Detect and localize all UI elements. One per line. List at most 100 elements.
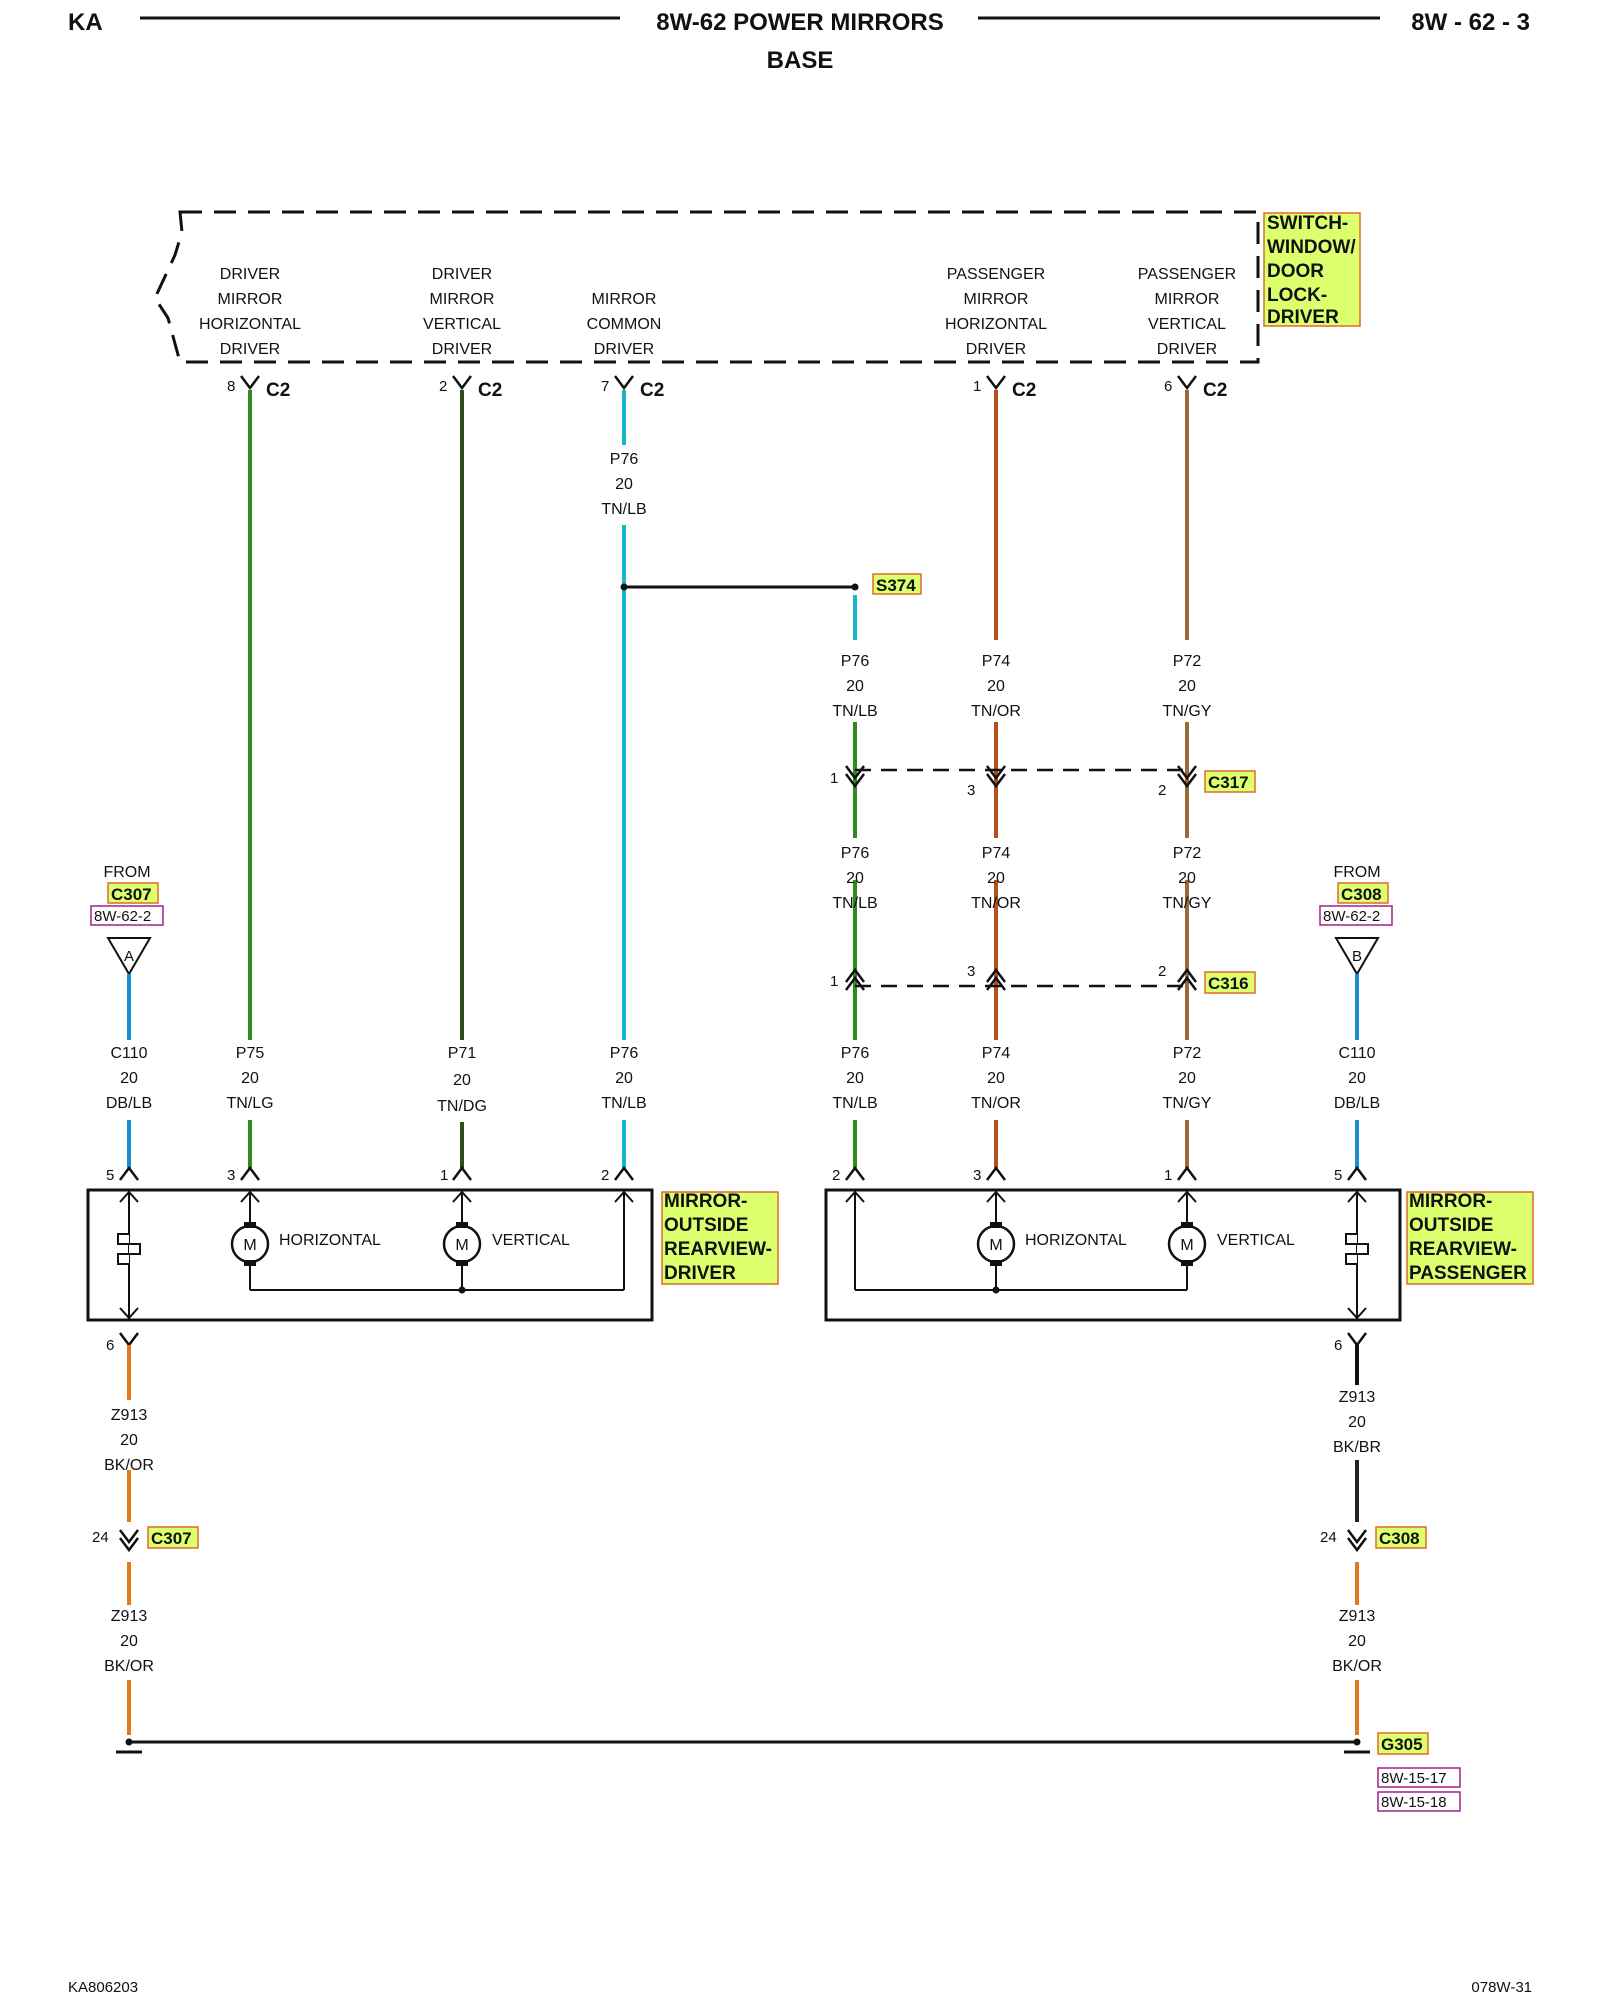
p76-c-name: P76 [610, 1045, 639, 1062]
p76-c-gauge: 20 [615, 1070, 633, 1087]
func-2-l1: DRIVER [432, 266, 492, 283]
from-left-ref: 8W-62-2 [94, 908, 151, 925]
p76-d-color: TN/LB [832, 1095, 877, 1112]
p76-top-color: TN/LB [601, 501, 646, 518]
wires-lower [248, 1120, 1189, 1168]
pass-title-4: PASSENGER [1409, 1263, 1527, 1284]
connector-c307: 24 C307 [92, 1526, 199, 1553]
drv-title-4: DRIVER [664, 1263, 736, 1284]
p72-c-color: TN/GY [1163, 1095, 1212, 1112]
z913-left-a-gauge: 20 [120, 1432, 138, 1449]
c307-name: C307 [151, 1529, 192, 1548]
p76-a-name: P76 [841, 653, 870, 670]
pass-pin-6: 6 [1334, 1337, 1342, 1354]
drv-motor-h-letter: M [243, 1237, 256, 1254]
c110-right-gauge: 20 [1348, 1070, 1366, 1087]
from-right-ref: 8W-62-2 [1323, 908, 1380, 925]
func-1-l1: DRIVER [220, 266, 280, 283]
p76-c-color: TN/LB [601, 1095, 646, 1112]
page-header: KA 8W-62 POWER MIRRORS 8W - 62 - 3 BASE [68, 9, 1530, 74]
c110-left-name: C110 [110, 1045, 147, 1062]
z913-left-a-name: Z913 [111, 1407, 148, 1424]
wires-upper [248, 390, 1189, 1040]
drv-title-2: OUTSIDE [664, 1215, 748, 1236]
switch-title-5: DRIVER [1267, 307, 1339, 328]
splice-s374: S374 [620, 573, 922, 595]
func-4-l1: PASSENGER [947, 266, 1045, 283]
z913-right-a-color: BK/BR [1333, 1439, 1381, 1456]
header-left: KA [68, 9, 103, 36]
c2-label-4: C2 [1012, 380, 1036, 401]
func-3-l3: DRIVER [594, 341, 654, 358]
c308-name: C308 [1379, 1529, 1420, 1548]
z913-right-b-color: BK/OR [1332, 1658, 1382, 1675]
c2-label-1: C2 [266, 380, 290, 401]
p74-c-color: TN/OR [971, 1095, 1021, 1112]
p76-top-name: P76 [610, 451, 639, 468]
switch-title-2: WINDOW/ [1267, 237, 1356, 258]
pass-title-1: MIRROR- [1409, 1191, 1492, 1212]
p72-c-gauge: 20 [1178, 1070, 1196, 1087]
func-4-l3: HORIZONTAL [945, 316, 1047, 333]
p74-a-gauge: 20 [987, 678, 1005, 695]
p74-c-name: P74 [982, 1045, 1011, 1062]
p76-a-gauge: 20 [846, 678, 864, 695]
ground-g305: G305 8W-15-17 8W-15-18 [116, 1732, 1461, 1812]
from-left-letter: A [124, 948, 134, 965]
pass-horizontal-label: HORIZONTAL [1025, 1232, 1127, 1249]
c2-pin-8: 8 [227, 378, 235, 395]
drv-vertical-label: VERTICAL [492, 1232, 570, 1249]
splice-name: S374 [876, 576, 916, 595]
connector-c317: 1 3 2 C317 [830, 765, 1256, 799]
pass-motor-h-letter: M [989, 1237, 1002, 1254]
p74-a-name: P74 [982, 653, 1011, 670]
p76-b-gauge: 20 [846, 870, 864, 887]
connector-c2: 8 2 7 1 6 C2 C2 C2 C2 C2 [227, 375, 1227, 401]
c316-name: C316 [1208, 974, 1249, 993]
switch-title-3: DOOR [1267, 261, 1324, 282]
drv-title-1: MIRROR- [664, 1191, 747, 1212]
p75-name: P75 [236, 1045, 265, 1062]
ground-wires [127, 1345, 1359, 1735]
z913-left-a-color: BK/OR [104, 1457, 154, 1474]
pass-pin-1: 1 [1164, 1167, 1172, 1184]
switch-title-4: LOCK- [1267, 285, 1327, 306]
c316-pin-2: 2 [1158, 963, 1166, 980]
from-left-connector: C307 [111, 885, 152, 904]
ground-ref-2: 8W-15-18 [1381, 1794, 1447, 1811]
p76-d-name: P76 [841, 1045, 870, 1062]
p72-c-name: P72 [1173, 1045, 1202, 1062]
c2-label-5: C2 [1203, 380, 1227, 401]
p72-a-name: P72 [1173, 653, 1202, 670]
func-3-l1: MIRROR [592, 291, 657, 308]
c316-pin-3: 3 [967, 963, 975, 980]
p76-top-gauge: 20 [615, 476, 633, 493]
pass-pin-2: 2 [832, 1167, 840, 1184]
p72-a-gauge: 20 [1178, 678, 1196, 695]
pass-title-3: REARVIEW- [1409, 1239, 1517, 1260]
switch-tag [1263, 212, 1361, 327]
func-1-l3: HORIZONTAL [199, 316, 301, 333]
pass-pin-5: 5 [1334, 1167, 1342, 1184]
c110-right-color: DB/LB [1334, 1095, 1380, 1112]
mirror-outside-rearview-passenger: 2 3 1 5 M HORIZONTAL M VERTICAL MIRROR- … [824, 1165, 1534, 1354]
drv-pin-2: 2 [601, 1167, 609, 1184]
p76-b-name: P76 [841, 845, 870, 862]
p72-b-color: TN/GY [1163, 895, 1212, 912]
pass-motor-v-letter: M [1180, 1237, 1193, 1254]
p74-a-color: TN/OR [971, 703, 1021, 720]
from-right-connector: C308 [1341, 885, 1382, 904]
c110-right-name: C110 [1338, 1045, 1375, 1062]
p74-b-gauge: 20 [987, 870, 1005, 887]
footer-left: KA806203 [68, 1979, 138, 1996]
c317-pin-1: 1 [830, 770, 838, 787]
p72-b-name: P72 [1173, 845, 1202, 862]
func-2-l2: MIRROR [430, 291, 495, 308]
p76-a-color: TN/LB [832, 703, 877, 720]
c2-pin-2: 2 [439, 378, 447, 395]
ground-ref-1: 8W-15-17 [1381, 1770, 1447, 1787]
p74-c-gauge: 20 [987, 1070, 1005, 1087]
z913-left-b-name: Z913 [111, 1608, 148, 1625]
pass-pin-3: 3 [973, 1167, 981, 1184]
